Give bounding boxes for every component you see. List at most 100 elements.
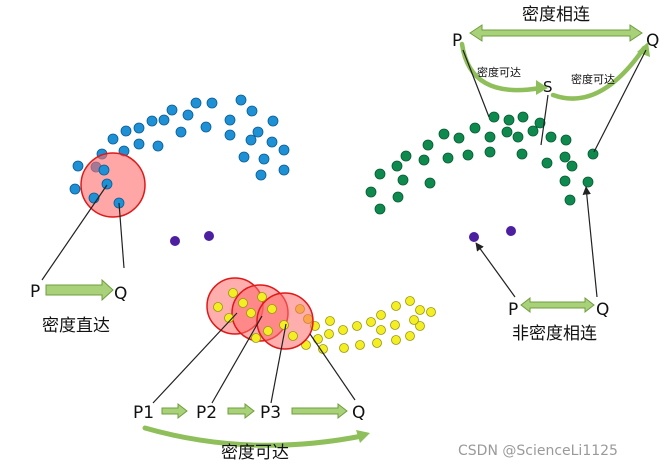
connected-left-reach: 密度可达 <box>477 65 521 79</box>
reach-caption: 密度可达 <box>221 443 289 463</box>
yellow-point <box>405 296 415 306</box>
yellow-point <box>391 335 401 345</box>
pointer-line-p1 <box>152 312 238 404</box>
green-point <box>442 152 454 164</box>
green-point <box>469 122 481 134</box>
yellow-point <box>257 292 267 302</box>
connected-right-reach: 密度可达 <box>571 72 615 86</box>
blue-point <box>278 164 290 176</box>
green-point <box>424 177 436 189</box>
blue-point <box>98 164 110 176</box>
green-point <box>560 134 572 146</box>
yellow-point <box>415 321 425 331</box>
watermark: CSDN @ScienceLi1125 <box>458 443 618 459</box>
pointer-line-connected-s <box>540 94 549 146</box>
green-point <box>517 111 529 123</box>
nc-p-label: P <box>508 300 518 320</box>
reach-q-label: Q <box>352 403 365 423</box>
green-cluster <box>365 111 599 215</box>
yellow-point <box>338 325 348 335</box>
blue-point <box>266 136 278 148</box>
noise-point <box>469 232 479 242</box>
yellow-inner-dots <box>213 288 298 343</box>
noise-point <box>204 231 214 241</box>
green-point <box>582 176 594 188</box>
green-point <box>391 160 403 172</box>
direct-caption: 密度直达 <box>42 316 110 336</box>
blue-point <box>267 115 279 127</box>
yellow-point <box>324 329 334 339</box>
pointer-line-connected-q <box>593 49 647 153</box>
pointer-line-connected-p <box>462 49 490 118</box>
yellow-point <box>279 320 289 330</box>
yellow-point <box>352 321 362 331</box>
green-point <box>365 186 377 198</box>
green-point <box>566 160 578 172</box>
blue-point <box>238 151 250 163</box>
yellow-point <box>376 325 386 335</box>
yellow-point <box>246 308 256 318</box>
reach-arrow-2 <box>227 402 255 420</box>
green-point <box>527 125 539 137</box>
noise-point <box>506 226 516 236</box>
reach-arrow-3 <box>291 402 348 420</box>
yellow-point <box>228 288 238 298</box>
yellow-point <box>288 331 298 341</box>
blue-point <box>133 138 145 150</box>
blue-point <box>224 129 236 141</box>
yellow-point <box>339 343 349 353</box>
blue-point <box>146 115 158 127</box>
green-point <box>400 150 412 162</box>
blue-point <box>182 109 194 121</box>
blue-point <box>235 94 247 106</box>
pointer-line-nc-p <box>475 242 516 298</box>
yellow-point <box>267 304 277 314</box>
green-point <box>422 139 434 151</box>
connected-double-arrow <box>469 24 643 42</box>
green-point <box>484 146 496 158</box>
green-point <box>564 194 576 206</box>
connected-right-curve <box>550 45 647 101</box>
green-point <box>587 148 599 160</box>
green-point <box>438 128 450 140</box>
green-point <box>545 131 557 143</box>
blue-point <box>200 121 212 133</box>
yellow-point <box>251 333 261 343</box>
green-point <box>418 154 430 166</box>
yellow-point <box>238 298 248 308</box>
green-point <box>516 148 528 160</box>
connected-q-label: Q <box>646 31 659 51</box>
blue-point <box>175 126 187 138</box>
pointer-line-q-yellow <box>309 333 356 401</box>
direct-p-label: P <box>30 282 40 302</box>
blue-point <box>158 114 170 126</box>
green-point <box>541 157 553 169</box>
connected-right-arrowhead <box>637 42 650 57</box>
yellow-point <box>224 313 234 323</box>
nc-double-arrow <box>520 296 595 314</box>
blue-point <box>246 105 258 117</box>
blue-point <box>206 97 218 109</box>
connected-left-arrowhead <box>536 80 548 95</box>
blue-point <box>72 160 84 172</box>
blue-point <box>224 114 236 126</box>
pointer-line-nc-q <box>582 186 598 298</box>
yellow-cluster <box>295 296 436 354</box>
noise-point <box>170 236 180 246</box>
yellow-point <box>409 315 419 325</box>
green-point <box>559 151 571 163</box>
yellow-point <box>213 302 223 312</box>
green-point <box>397 174 409 186</box>
blue-point <box>120 125 132 137</box>
blue-point <box>252 126 264 138</box>
connected-p-label: P <box>452 31 462 51</box>
yellow-point <box>376 310 386 320</box>
green-point <box>512 131 524 143</box>
yellow-point <box>415 305 425 315</box>
green-point <box>392 191 404 203</box>
blue-point <box>152 140 164 152</box>
connected-s-label: S <box>543 78 553 96</box>
blue-point <box>107 133 119 145</box>
yellow-point <box>405 331 415 341</box>
